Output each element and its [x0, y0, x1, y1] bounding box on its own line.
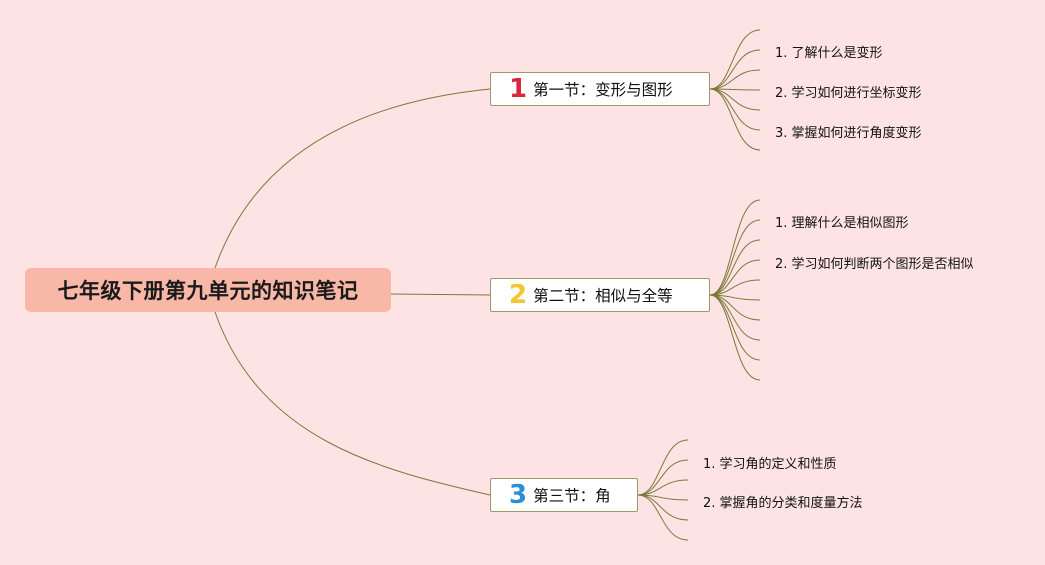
- leaf-item[interactable]: 2. 学习如何进行坐标变形: [775, 86, 922, 101]
- branch-line-1: [214, 88, 491, 269]
- leaf-item[interactable]: 1. 了解什么是变形: [775, 46, 883, 61]
- fan-line-1-2: [709, 69, 761, 90]
- fan-line-3-2: [637, 479, 689, 496]
- number-1-icon: 1: [509, 74, 528, 104]
- fan-line-2-1: [709, 219, 761, 296]
- root-title: 七年级下册第九单元的知识笔记: [57, 279, 359, 303]
- root-topic[interactable]: 七年级下册第九单元的知识笔记: [25, 268, 391, 312]
- fan-line-2-7: [709, 294, 761, 341]
- leaf-item[interactable]: 1. 理解什么是相似图形: [775, 216, 909, 231]
- section-3-title: 第三节：角: [533, 487, 611, 505]
- fan-line-1-6: [709, 88, 761, 151]
- branch-line-3: [214, 311, 491, 496]
- leaf-item[interactable]: 2. 掌握角的分类和度量方法: [703, 496, 863, 511]
- branch-line-2: [390, 293, 491, 296]
- fan-line-2-8: [709, 294, 761, 361]
- fan-line-2-3: [709, 259, 761, 296]
- section-2-title: 第二节：相似与全等: [533, 287, 673, 305]
- leaf-item[interactable]: 3. 掌握如何进行角度变形: [775, 126, 922, 141]
- fan-line-1-1: [709, 49, 761, 90]
- section-1-node[interactable]: 1 第一节：变形与图形: [490, 72, 710, 106]
- fan-line-1-5: [709, 88, 761, 131]
- section-3-node[interactable]: 3 第三节：角: [490, 478, 638, 512]
- number-3-icon: 3: [509, 480, 528, 510]
- fan-line-3-4: [637, 494, 689, 521]
- fan-line-3-1: [637, 459, 689, 496]
- leaf-item[interactable]: 2. 学习如何判断两个图形是否相似: [775, 257, 974, 272]
- leaf-item[interactable]: 1. 学习角的定义和性质: [703, 457, 837, 472]
- fan-line-3-0: [637, 439, 689, 496]
- section-1-title: 第一节：变形与图形: [533, 81, 673, 99]
- fan-line-2-2: [709, 239, 761, 296]
- fan-line-3-5: [637, 494, 689, 541]
- fan-line-1-0: [709, 29, 761, 90]
- fan-line-2-0: [709, 199, 761, 296]
- section-2-node[interactable]: 2 第二节：相似与全等: [490, 278, 710, 312]
- fan-line-2-9: [709, 294, 761, 381]
- fan-line-2-4: [709, 279, 761, 296]
- number-2-icon: 2: [509, 280, 528, 310]
